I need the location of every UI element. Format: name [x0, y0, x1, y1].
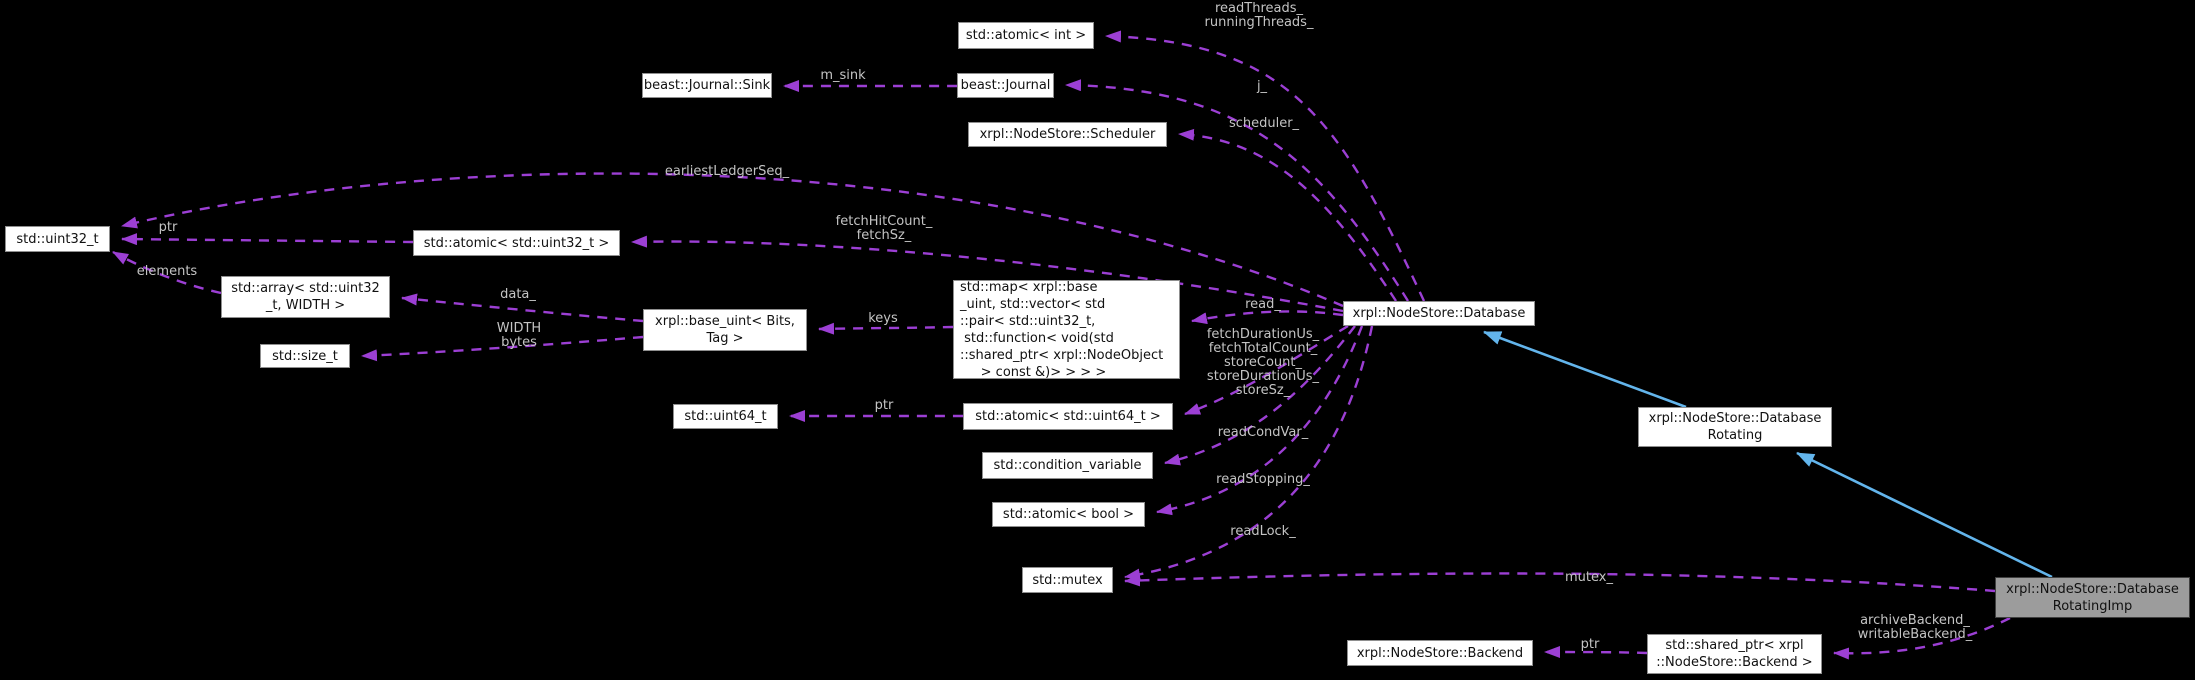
- node-condition-variable[interactable]: std::condition_variable: [982, 452, 1153, 479]
- edge-ptr-backend: [1544, 646, 1648, 659]
- edge-width-bytes: [361, 335, 644, 362]
- node-array-uint32-width[interactable]: std::array< std::uint32 _t, WIDTH >: [221, 276, 390, 318]
- node-backend[interactable]: xrpl::NodeStore::Backend: [1347, 640, 1533, 666]
- node-database[interactable]: xrpl::NodeStore::Database: [1343, 301, 1535, 326]
- edge-label-archive-backend: archiveBackend_ writableBackend_: [1857, 613, 1973, 642]
- node-uint32[interactable]: std::uint32_t: [5, 226, 110, 252]
- node-atomic-int[interactable]: std::atomic< int >: [958, 22, 1094, 49]
- edge-label-elements: elements: [136, 264, 198, 279]
- edge-label-keys: keys: [868, 311, 898, 326]
- node-map-nodeobject[interactable]: std::map< xrpl::base _uint, std::vector<…: [953, 280, 1180, 380]
- edge-earliest-ledger: [121, 172, 1344, 308]
- edge-label-data: data_: [500, 287, 536, 302]
- node-base-uint[interactable]: xrpl::base_uint< Bits, Tag >: [643, 309, 807, 351]
- edge-inherit-rotating-imp: [1796, 451, 2053, 579]
- node-atomic-uint64[interactable]: std::atomic< std::uint64_t >: [963, 403, 1173, 430]
- edge-keys: [818, 322, 954, 335]
- edge-read-threads: [1105, 30, 1426, 302]
- edge-ptr-uint32: [121, 233, 414, 246]
- edge-scheduler: [1178, 128, 1398, 302]
- edge-store-counters: [1184, 324, 1349, 416]
- edge-label-read-threads: readThreads_ runningThreads_: [1204, 1, 1314, 30]
- edge-read-stopping: [1156, 325, 1364, 516]
- edge-label-read-stopping: readStopping_: [1216, 472, 1310, 487]
- edge-label-read-lock: readLock_: [1230, 524, 1296, 539]
- node-size-t[interactable]: std::size_t: [260, 344, 350, 368]
- edge-label-ptr-backend: ptr: [1580, 637, 1600, 652]
- edge-label-m-sink: m_sink: [820, 68, 866, 83]
- edge-label-mutex: mutex_: [1565, 570, 1613, 585]
- edge-label-read: read_: [1245, 297, 1281, 312]
- node-database-rotating[interactable]: xrpl::NodeStore::Database Rotating: [1638, 407, 1832, 447]
- edge-read: [1191, 310, 1344, 325]
- node-atomic-bool[interactable]: std::atomic< bool >: [992, 502, 1145, 527]
- edge-label-read-cond-var: readCondVar_: [1217, 425, 1309, 440]
- edge-mutex: [1124, 572, 1996, 593]
- edge-inherit-database-rotating: [1483, 330, 1687, 409]
- edge-label-earliest-ledger: earliestLedgerSeq_: [664, 164, 790, 179]
- edge-label-j: j_: [1256, 79, 1268, 94]
- node-atomic-uint32[interactable]: std::atomic< std::uint32_t >: [413, 230, 620, 256]
- node-journal-sink[interactable]: beast::Journal::Sink: [642, 73, 772, 98]
- node-scheduler[interactable]: xrpl::NodeStore::Scheduler: [968, 122, 1167, 147]
- edge-elements: [112, 250, 222, 295]
- edge-fetch-hit: [631, 235, 1344, 313]
- edge-label-width-bytes: WIDTH bytes: [496, 321, 542, 350]
- edge-label-store-counters: fetchDurationUs_ fetchTotalCount_ storeC…: [1206, 327, 1320, 398]
- node-uint64[interactable]: std::uint64_t: [673, 404, 778, 429]
- edge-read-lock: [1124, 325, 1374, 581]
- edge-label-fetch-hit: fetchHitCount_ fetchSz_: [835, 214, 933, 243]
- node-journal[interactable]: beast::Journal: [957, 73, 1054, 98]
- node-mutex[interactable]: std::mutex: [1022, 567, 1113, 593]
- edge-archive-backend: [1833, 616, 2011, 660]
- edge-label-ptr-uint64: ptr: [874, 398, 894, 413]
- node-database-rotating-imp[interactable]: xrpl::NodeStore::Database RotatingImp: [1995, 577, 2190, 618]
- edge-label-ptr-uint32: ptr: [158, 220, 178, 235]
- edge-label-scheduler: scheduler_: [1228, 116, 1300, 131]
- node-shared-ptr-backend[interactable]: std::shared_ptr< xrpl ::NodeStore::Backe…: [1647, 634, 1822, 674]
